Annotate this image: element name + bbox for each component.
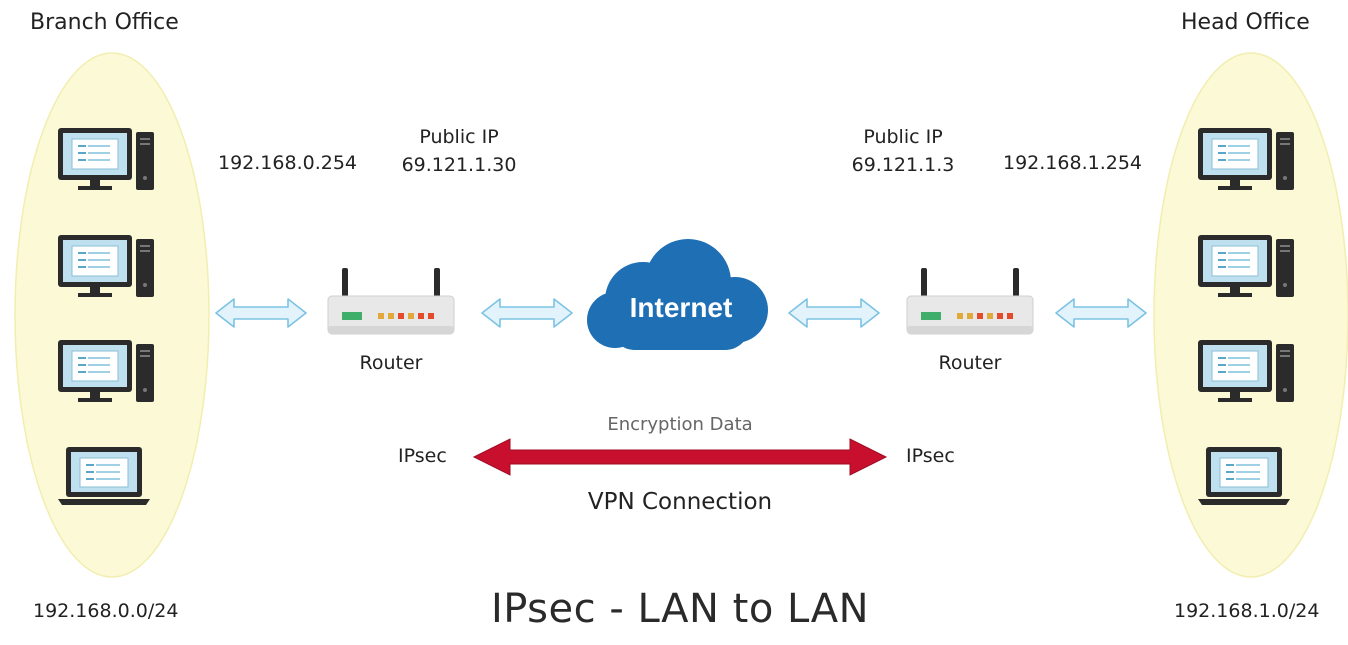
branch-lan-link-arrow xyxy=(215,298,307,328)
vpn-tunnel-arrow xyxy=(472,438,888,476)
diagram-title: IPsec - LAN to LAN xyxy=(490,586,870,632)
branch-lan-ellipse xyxy=(14,52,210,578)
head-lan-link-arrow xyxy=(1055,298,1147,328)
branch-lan-ip: 192.168.0.254 xyxy=(218,152,358,174)
branch-public-ip-label: Public IP xyxy=(419,126,499,148)
head-laptop-icon xyxy=(1197,446,1291,506)
head-router-icon xyxy=(906,267,1034,335)
branch-internet-link-arrow xyxy=(481,298,573,328)
head-public-ip-label: Public IP xyxy=(863,126,943,148)
internet-label: Internet xyxy=(629,292,733,323)
branch-office-title: Branch Office xyxy=(30,10,179,35)
encryption-data-label: Encryption Data xyxy=(607,414,753,435)
branch-ipsec-label: IPsec xyxy=(398,445,447,467)
head-internet-link-arrow xyxy=(788,298,880,328)
branch-laptop-icon xyxy=(57,446,151,506)
head-router-label: Router xyxy=(938,352,1002,374)
branch-router-label: Router xyxy=(359,352,423,374)
branch-router-icon xyxy=(327,267,455,335)
branch-subnet: 192.168.0.0/24 xyxy=(33,600,179,622)
head-lan-ellipse xyxy=(1153,52,1348,578)
internet-cloud-icon xyxy=(587,239,768,350)
head-subnet: 192.168.1.0/24 xyxy=(1174,600,1320,622)
head-office-title: Head Office xyxy=(1181,10,1310,35)
head-public-ip: 69.121.1.3 xyxy=(851,154,955,176)
branch-public-ip: 69.121.1.30 xyxy=(401,154,517,176)
head-ipsec-label: IPsec xyxy=(906,445,955,467)
vpn-connection-label: VPN Connection xyxy=(587,489,773,515)
head-lan-ip: 192.168.1.254 xyxy=(1003,152,1143,174)
